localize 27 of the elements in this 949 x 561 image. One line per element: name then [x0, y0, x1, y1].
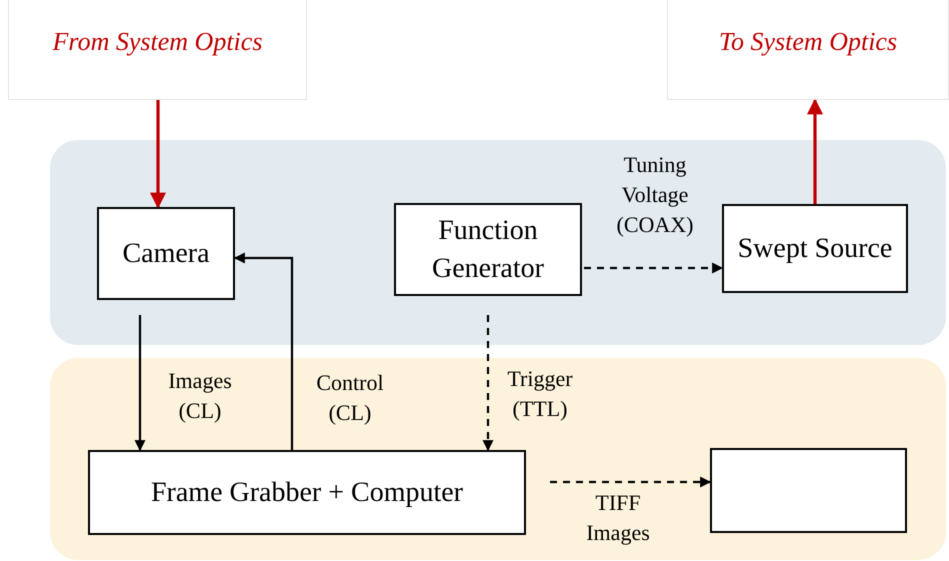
group-band [50, 140, 946, 345]
box-label: Camera [122, 236, 210, 270]
box-label: Swept Source [738, 232, 892, 266]
edge-label: Tuning Voltage (COAX) [616, 151, 694, 239]
process-box [722, 204, 908, 293]
box-label: Frame Grabber + Computer [150, 476, 464, 510]
edge-label: Images (CL) [167, 367, 233, 425]
arrow [584, 262, 724, 274]
edge-label: Control (CL) [315, 369, 385, 427]
source-area [667, 0, 949, 100]
process-box [710, 448, 907, 533]
source-label: To System Optics [718, 26, 898, 58]
group-band [50, 358, 946, 560]
arrow [482, 315, 494, 452]
source-label: From System Optics [51, 26, 264, 58]
arrow [134, 315, 146, 452]
arrow [234, 252, 294, 450]
arrow [807, 98, 823, 204]
source-area [8, 0, 307, 100]
arrow [150, 100, 166, 209]
process-box [394, 203, 582, 296]
edge-label: TIFF Images [585, 489, 651, 547]
box-label: Function Generator [431, 214, 545, 286]
process-box [88, 450, 526, 535]
process-box [97, 207, 235, 300]
arrow [550, 476, 712, 488]
edge-label: Trigger (TTL) [506, 365, 574, 423]
